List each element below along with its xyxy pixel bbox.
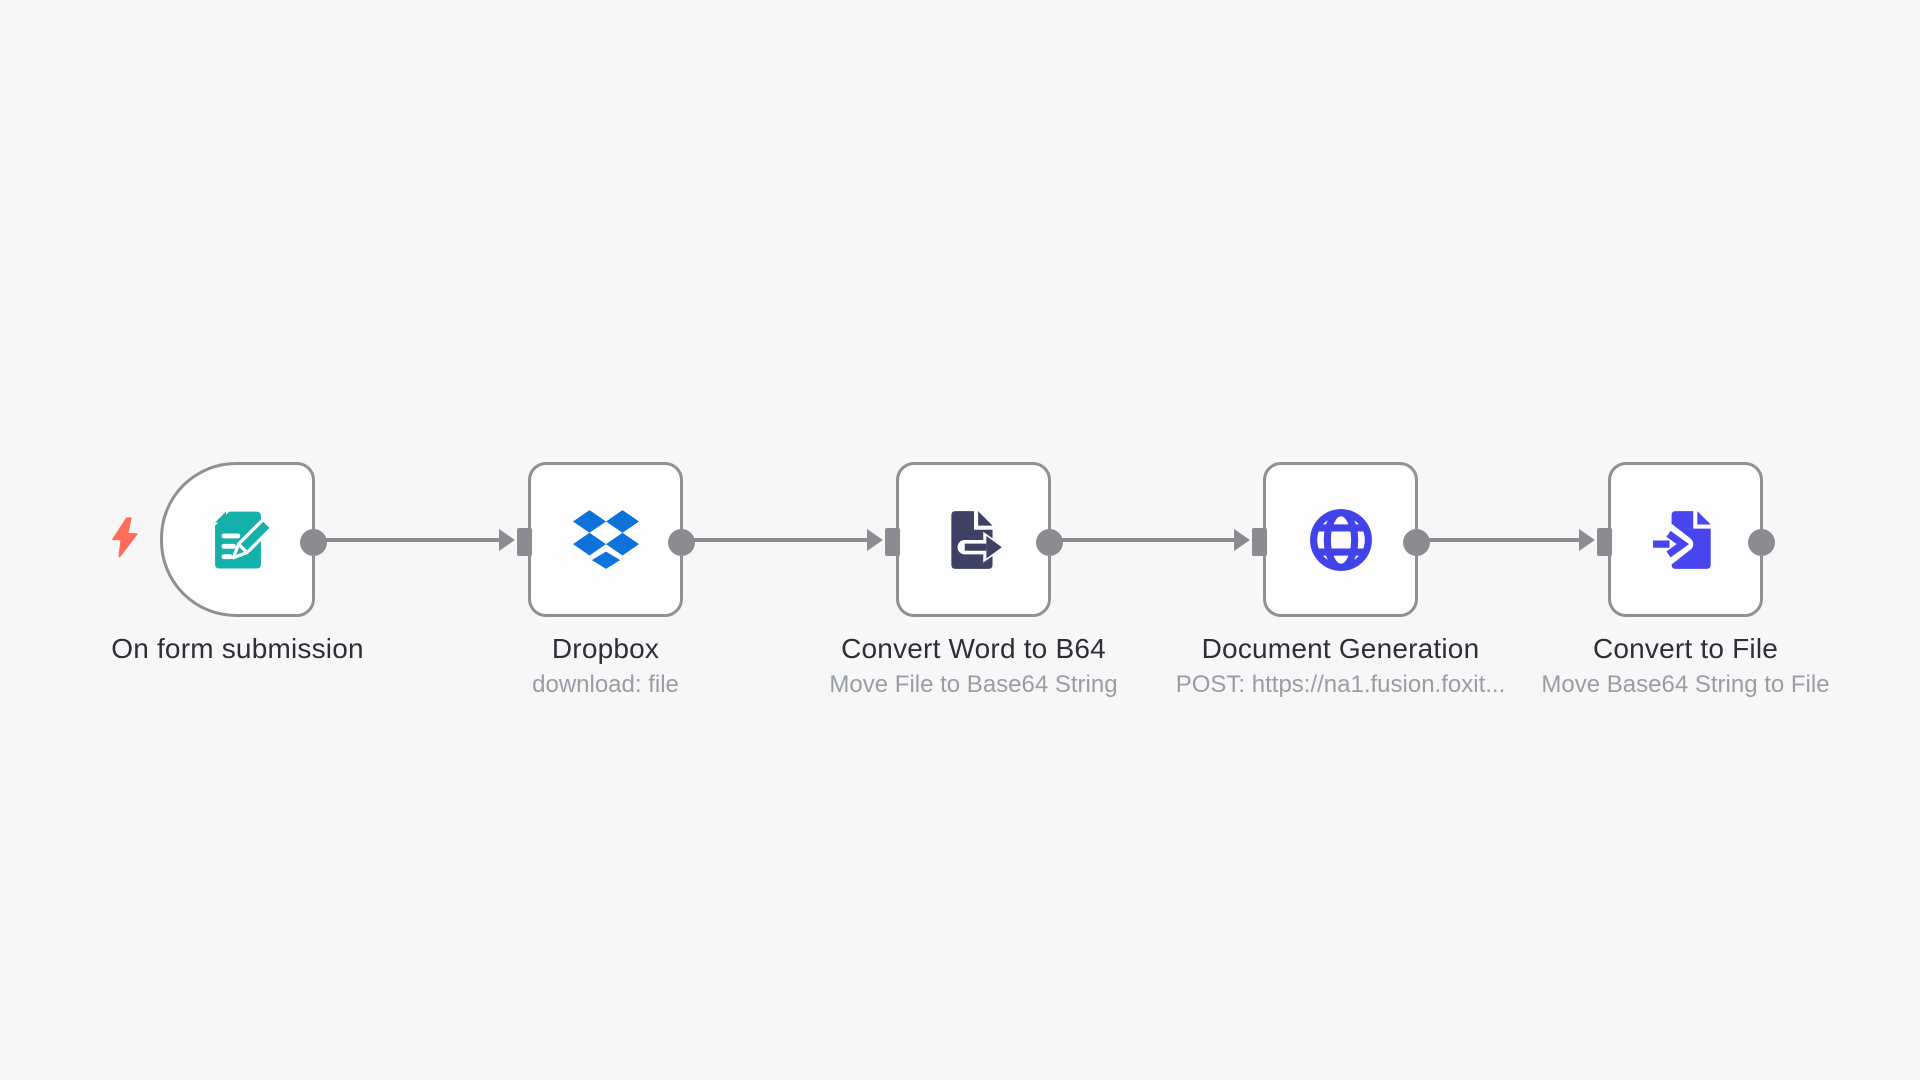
workflow-node-document-generation: Document Generation POST: https://na1.fu… [1176,462,1505,698]
output-connector[interactable] [1748,529,1775,556]
input-connector[interactable] [517,528,532,556]
output-connector[interactable] [1036,529,1063,556]
trigger-lightning-icon [112,517,138,558]
workflow-node-on-form-submission: On form submission [111,462,364,664]
node-box[interactable] [160,462,327,617]
input-connector[interactable] [1597,528,1612,556]
form-pen-icon [214,511,272,568]
node-subtitle: Move File to Base64 String [829,671,1118,698]
node-subtitle: POST: https://na1.fusion.foxit... [1175,671,1506,698]
node-box[interactable] [517,462,695,617]
node-title: Convert to File [1592,633,1779,664]
workflow-node-convert-to-file: Convert to File Move Base64 String to Fi… [1541,462,1830,698]
node-subtitle: Move Base64 String to File [1541,671,1830,698]
node-title: Convert Word to B64 [841,633,1106,664]
node-title: Dropbox [551,633,660,664]
file-export-icon [950,510,1005,569]
output-connector[interactable] [300,529,327,556]
connection-arrowhead-icon [1579,529,1595,551]
connection-line[interactable] [1418,538,1581,542]
node-title: On form submission [111,633,364,664]
input-connector[interactable] [885,528,900,556]
node-box[interactable] [1252,462,1430,617]
workflow-node-convert-word-to-b64: Convert Word to B64 Move File to Base64 … [829,462,1118,698]
dropbox-icon [572,509,639,569]
node-box[interactable] [1597,462,1775,617]
connection-arrowhead-icon [499,529,515,551]
input-connector[interactable] [1252,528,1267,556]
node-title: Document Generation [1201,633,1480,664]
connection-arrowhead-icon [1234,529,1250,551]
workflow-node-dropbox: Dropbox download: file [517,462,695,698]
globe-icon [1309,508,1372,571]
node-subtitle: download: file [532,671,679,698]
connection-line[interactable] [683,538,869,542]
connection-arrowhead-icon [867,529,883,551]
output-connector[interactable] [1403,529,1430,556]
connection-line[interactable] [1051,538,1236,542]
connection-line[interactable] [315,538,501,542]
node-box[interactable] [885,462,1063,617]
output-connector[interactable] [668,529,695,556]
file-import-icon [1650,510,1711,569]
